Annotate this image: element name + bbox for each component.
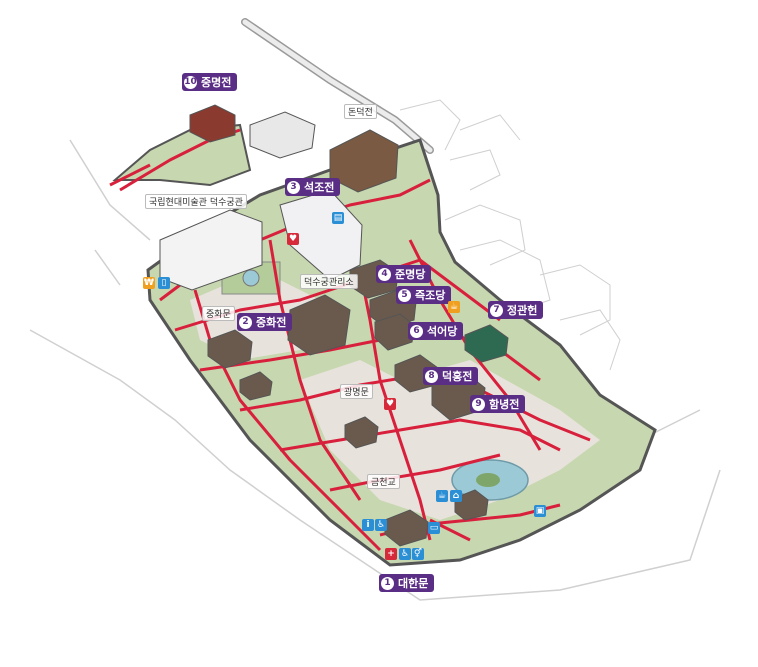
label-seokjojeon[interactable]: 3 석조전 — [285, 178, 341, 196]
label-number: 7 — [490, 303, 503, 317]
label-number: 6 — [410, 324, 423, 338]
cafe-icon[interactable]: ☕ — [448, 301, 460, 313]
label-daehanmun[interactable]: 1 대한문 — [379, 574, 435, 592]
label-deokhongjeon[interactable]: 8 덕홍전 — [423, 367, 479, 385]
first-aid-icon[interactable]: + — [385, 548, 397, 560]
label-junmyeongdang[interactable]: 4 준명당 — [376, 265, 432, 283]
jeonggwanheon-building — [464, 324, 509, 363]
locker-icon[interactable]: ▭ — [428, 522, 440, 534]
label-number: 8 — [425, 369, 438, 383]
label-geumcheongyo[interactable]: 금천교 — [367, 474, 400, 489]
city-blocks — [399, 99, 621, 371]
label-text: 함녕전 — [489, 398, 520, 411]
label-text: 정관헌 — [507, 304, 538, 317]
label-text: 중명전 — [201, 76, 232, 89]
label-junghwamun[interactable]: 중화문 — [202, 306, 235, 321]
label-text: 준명당 — [395, 268, 426, 281]
label-number: 2 — [239, 315, 252, 329]
label-number: 4 — [378, 267, 391, 281]
label-text: 석어당 — [427, 325, 458, 338]
restroom-icon[interactable]: ♿ — [375, 519, 387, 531]
streets — [29, 139, 721, 601]
label-text: 중화전 — [256, 316, 287, 329]
label-museum[interactable]: 국립현대미술관 덕수궁관 — [145, 194, 247, 209]
label-dondeokjeon[interactable]: 돈덕전 — [344, 104, 377, 119]
label-jungmyeongjeon[interactable]: 10 중명전 — [182, 73, 238, 91]
jungmyeongjeon-building — [189, 104, 236, 143]
label-text: 석조전 — [304, 181, 335, 194]
label-text: 즉조당 — [415, 289, 446, 302]
ticket-icon[interactable]: ♥ — [287, 233, 299, 245]
seogeodang-building — [374, 313, 416, 351]
accessible-icon[interactable]: ♿ — [399, 548, 411, 560]
label-number: 5 — [398, 288, 411, 302]
label-number: 1 — [381, 576, 394, 590]
label-text: 대한문 — [398, 577, 429, 590]
label-number: 3 — [287, 180, 300, 194]
ticket-booth-icon[interactable]: ₩ — [143, 277, 155, 289]
label-number: 10 — [184, 75, 197, 89]
info-icon[interactable]: i — [362, 519, 374, 531]
label-jeukjodang[interactable]: 5 즉조당 — [396, 286, 452, 304]
label-office[interactable]: 덕수궁관리소 — [300, 274, 358, 289]
restroom-icon[interactable]: ⚥ — [412, 548, 424, 560]
pond-island — [476, 473, 500, 487]
label-seogeodang[interactable]: 6 석어당 — [408, 322, 464, 340]
label-text: 덕홍전 — [442, 370, 473, 383]
label-hamnyeongjeon[interactable]: 9 함녕전 — [470, 395, 526, 413]
bus-icon[interactable]: ▣ — [534, 505, 546, 517]
cafe-icon[interactable]: ☕ — [436, 490, 448, 502]
label-gwangmyeongmun[interactable]: 광명문 — [340, 384, 373, 399]
label-number: 9 — [472, 397, 485, 411]
label-jeonggwanheon[interactable]: 7 정관헌 — [488, 301, 544, 319]
daehanmun-building — [384, 509, 429, 547]
shop-icon[interactable]: ⌂ — [450, 490, 462, 502]
label-junghwajeon[interactable]: 2 중화전 — [237, 313, 293, 331]
junghwajeon-building — [287, 294, 351, 356]
annex-building — [249, 111, 316, 159]
heart-icon[interactable]: ♥ — [384, 398, 396, 410]
gwangmyeongmun-building — [344, 416, 379, 449]
seokjojeon-icon[interactable]: ▤ — [332, 212, 344, 224]
restroom-icon[interactable]: ▯ — [158, 277, 170, 289]
